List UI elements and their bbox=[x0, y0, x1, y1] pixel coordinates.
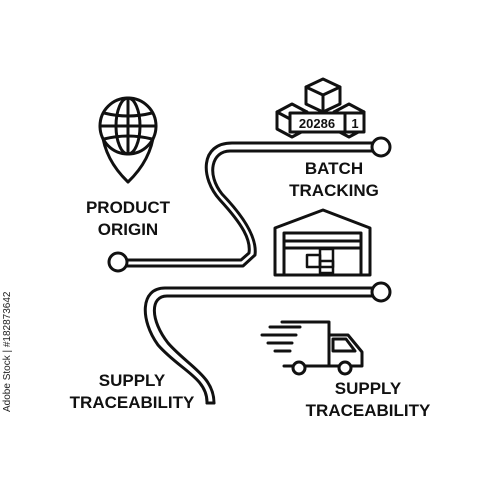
winding-road bbox=[107, 136, 392, 405]
box-number-label: 20286 bbox=[299, 116, 335, 131]
supply-traceability-right-label: SUPPLY TRACEABILITY bbox=[305, 379, 431, 420]
road-node-warehouse bbox=[370, 281, 392, 303]
globe-pin-icon bbox=[98, 96, 158, 184]
delivery-truck-icon bbox=[260, 320, 364, 376]
stock-id-sidebar: Adobe Stock | #182873642 bbox=[2, 291, 13, 412]
warehouse-icon bbox=[273, 208, 372, 277]
box-number-label-small: 1 bbox=[351, 116, 358, 131]
supply-traceability-left-label: SUPPLY TRACEABILITY bbox=[69, 371, 195, 412]
road-node-origin bbox=[107, 251, 129, 273]
boxes-icon bbox=[275, 77, 366, 139]
product-origin-label: PRODUCT ORIGIN bbox=[85, 198, 171, 239]
road-node-batch bbox=[370, 136, 392, 158]
batch-tracking-label: BATCH TRACKING bbox=[289, 159, 379, 200]
